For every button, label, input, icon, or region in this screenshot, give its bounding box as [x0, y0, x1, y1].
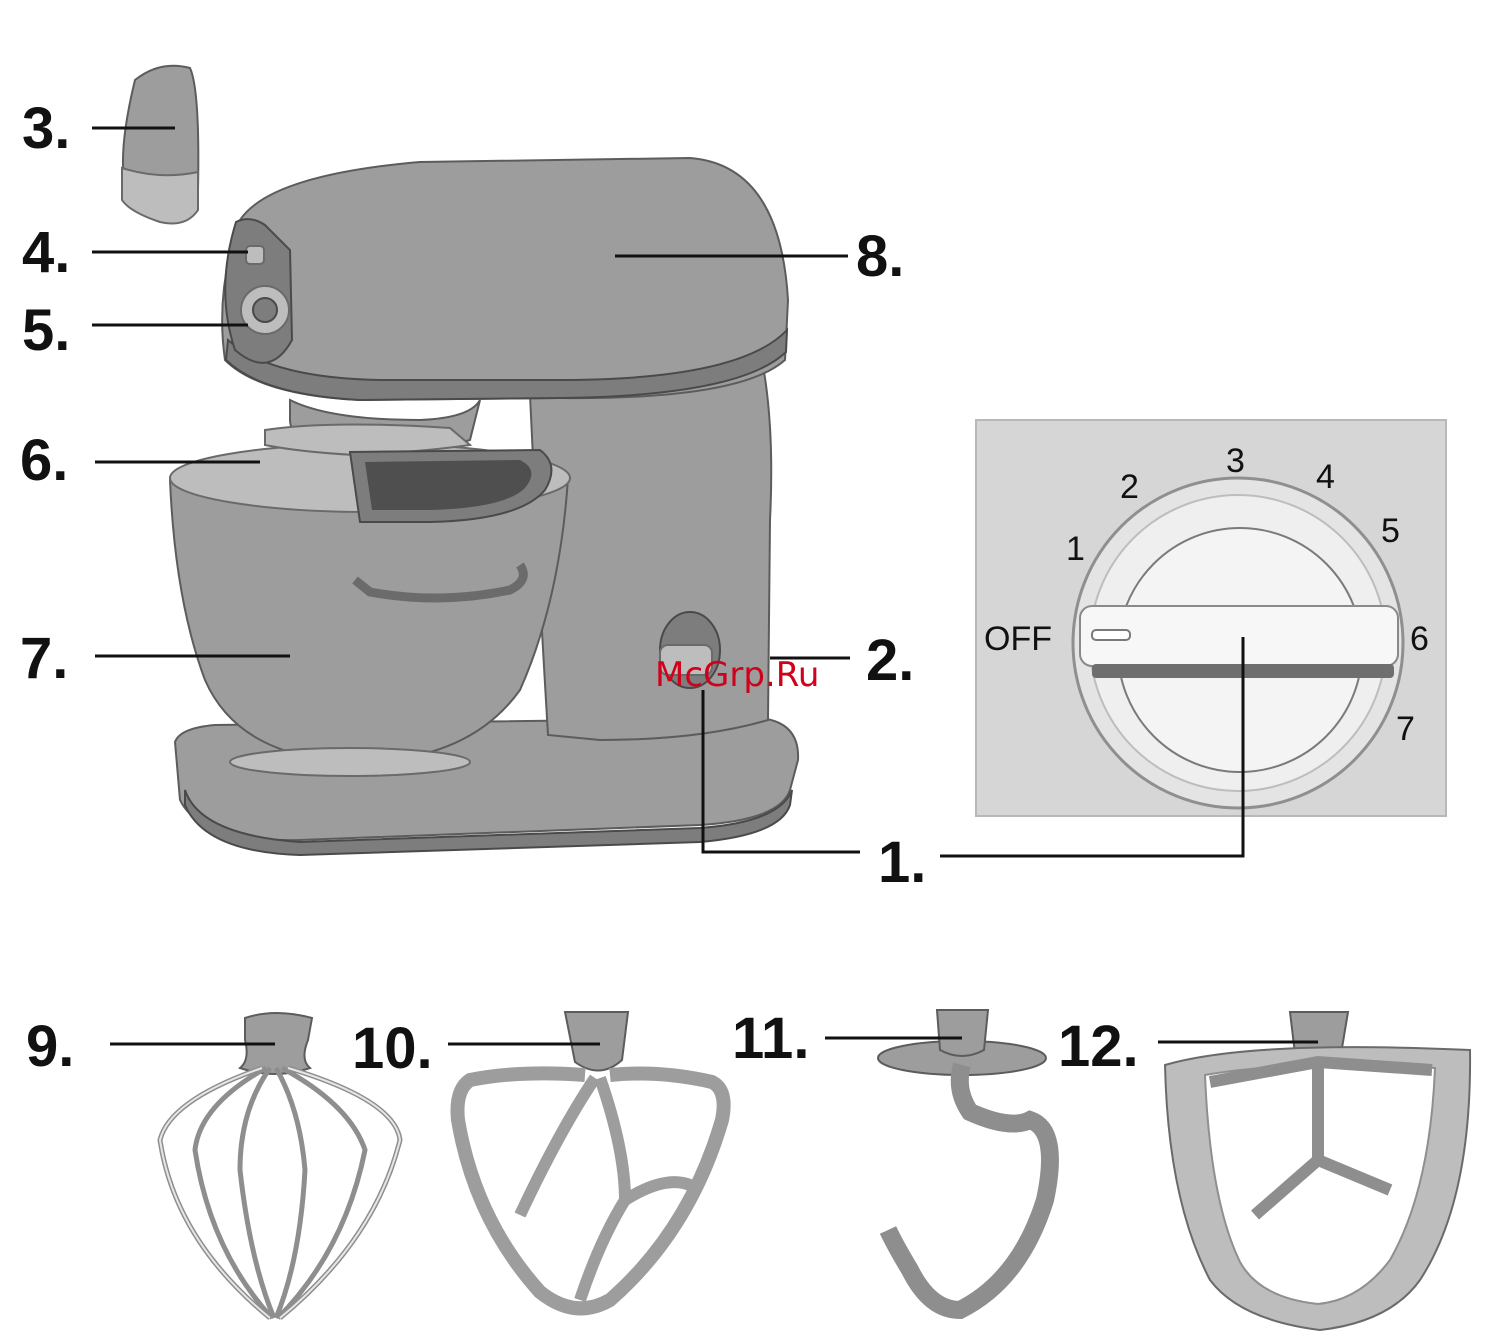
speed-dial-panel: OFF 1 2 3 4 5 6 7 — [976, 420, 1446, 816]
callout-10: 10. — [352, 1016, 433, 1081]
attachment-socket-inner — [253, 298, 277, 322]
flat-beater — [458, 1012, 724, 1308]
callout-3: 3. — [22, 96, 70, 161]
dial-label-4: 4 — [1316, 458, 1335, 496]
dial-label-7: 7 — [1396, 710, 1415, 748]
dial-label-3: 3 — [1226, 442, 1245, 480]
dial-label-off: OFF — [984, 620, 1052, 658]
bowl-seat — [230, 748, 470, 776]
watermark-text: McGrp.Ru — [655, 655, 819, 695]
callout-2: 2. — [866, 628, 914, 693]
callout-12: 12. — [1058, 1014, 1139, 1079]
callout-11: 11. — [732, 1006, 809, 1071]
callout-4: 4. — [22, 220, 70, 285]
dial-label-2: 2 — [1120, 468, 1139, 506]
callout-7: 7. — [20, 626, 68, 691]
callout-8: 8. — [856, 224, 904, 289]
callout-1: 1. — [878, 830, 926, 895]
dial-label-1: 1 — [1066, 530, 1085, 568]
flex-edge-beater — [1165, 1012, 1470, 1330]
callout-5: 5. — [22, 298, 70, 363]
dial-pointer — [1092, 630, 1130, 640]
mixer-head — [222, 158, 788, 400]
attachment-hub-cover — [122, 66, 198, 224]
callout-9: 9. — [26, 1014, 74, 1079]
release-button[interactable] — [246, 246, 264, 264]
dial-label-6: 6 — [1410, 620, 1429, 658]
dial-label-5: 5 — [1381, 512, 1400, 550]
callout-6: 6. — [20, 428, 68, 493]
dough-hook — [878, 1010, 1050, 1310]
